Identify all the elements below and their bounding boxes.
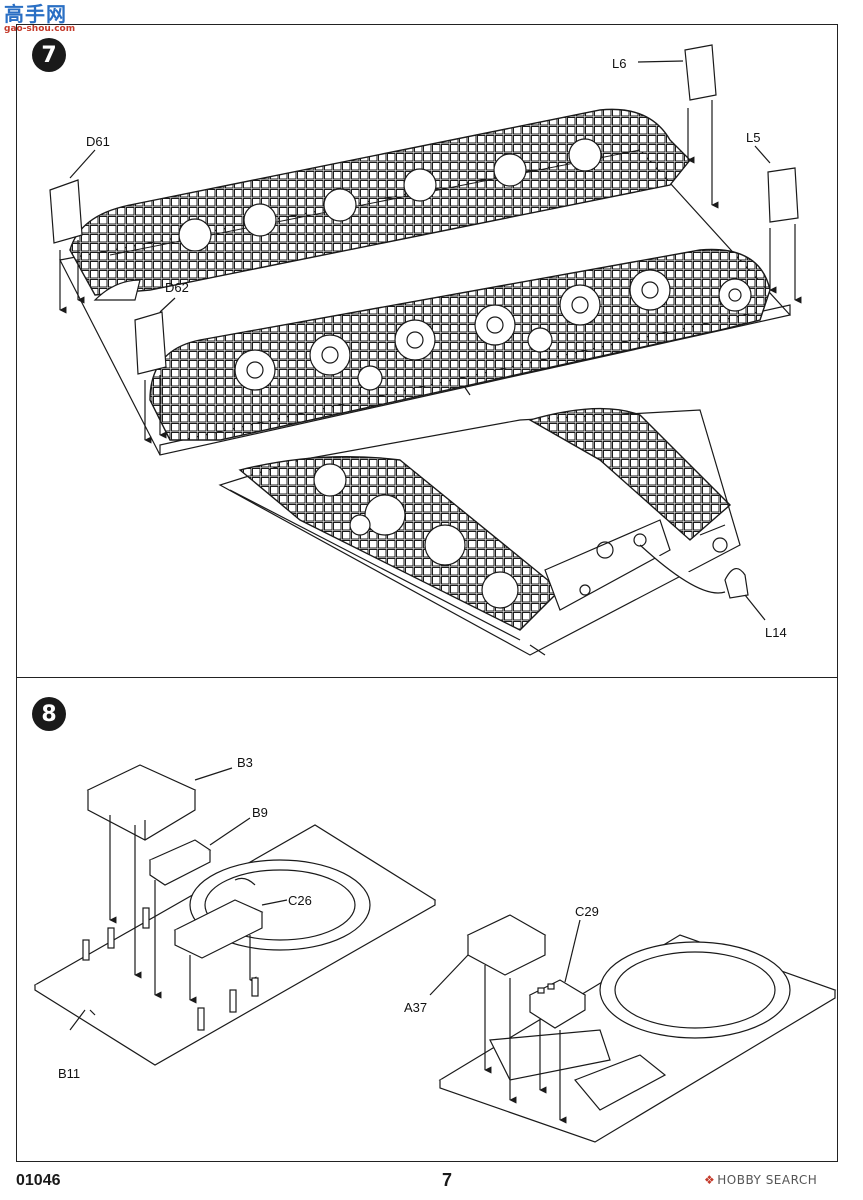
- step-7-badge: 7: [32, 38, 66, 72]
- part-C29: [528, 919, 587, 1124]
- watermark-logo: 高手网 gao-shou.com: [4, 4, 75, 34]
- label-D62: D62: [165, 280, 189, 295]
- instruction-frame: [16, 24, 838, 1162]
- part-L6: [637, 44, 719, 209]
- watermark-url-text: gao-shou.com: [4, 24, 76, 34]
- floor-pins-left: [82, 907, 259, 1031]
- label-L5: L5: [746, 130, 761, 145]
- label-L14: L14: [765, 625, 787, 640]
- page-number: 7: [442, 1170, 453, 1190]
- hull-rear-view: [218, 407, 741, 656]
- road-wheels-far: [178, 138, 602, 252]
- part-C26: [173, 899, 288, 1004]
- product-code: 01046: [16, 1172, 61, 1189]
- hull-top-view: [59, 108, 792, 456]
- step-divider: [16, 677, 838, 678]
- part-L5: [754, 145, 802, 304]
- hobbysearch-logo-icon: ❖: [704, 1173, 716, 1187]
- road-wheels-near: [234, 269, 752, 391]
- part-B3: [86, 764, 233, 979]
- label-C29: C29: [575, 904, 599, 919]
- label-A37: A37: [404, 1000, 428, 1015]
- label-B3: B3: [237, 755, 253, 770]
- B11-leader: [69, 1009, 86, 1031]
- floor-plate-left: [33, 824, 437, 1066]
- label-B11: B11: [58, 1066, 81, 1081]
- hobbysearch-watermark: ❖HOBBY SEARCH: [704, 1173, 817, 1187]
- label-B9: B9: [252, 805, 268, 820]
- part-D61: [49, 149, 96, 314]
- watermark-logo-text: 高手网: [4, 2, 67, 26]
- label-C26: C26: [288, 893, 312, 908]
- part-D62: [93, 279, 176, 444]
- label-D61: D61: [86, 134, 110, 149]
- step-8-badge: 8: [32, 697, 66, 731]
- part-L14: [639, 544, 766, 621]
- part-A37: [429, 914, 547, 1104]
- brand-text: HOBBY SEARCH: [717, 1173, 818, 1187]
- part-B9: [148, 817, 251, 999]
- label-L6: L6: [612, 56, 627, 71]
- floor-plate-right: [438, 934, 837, 1143]
